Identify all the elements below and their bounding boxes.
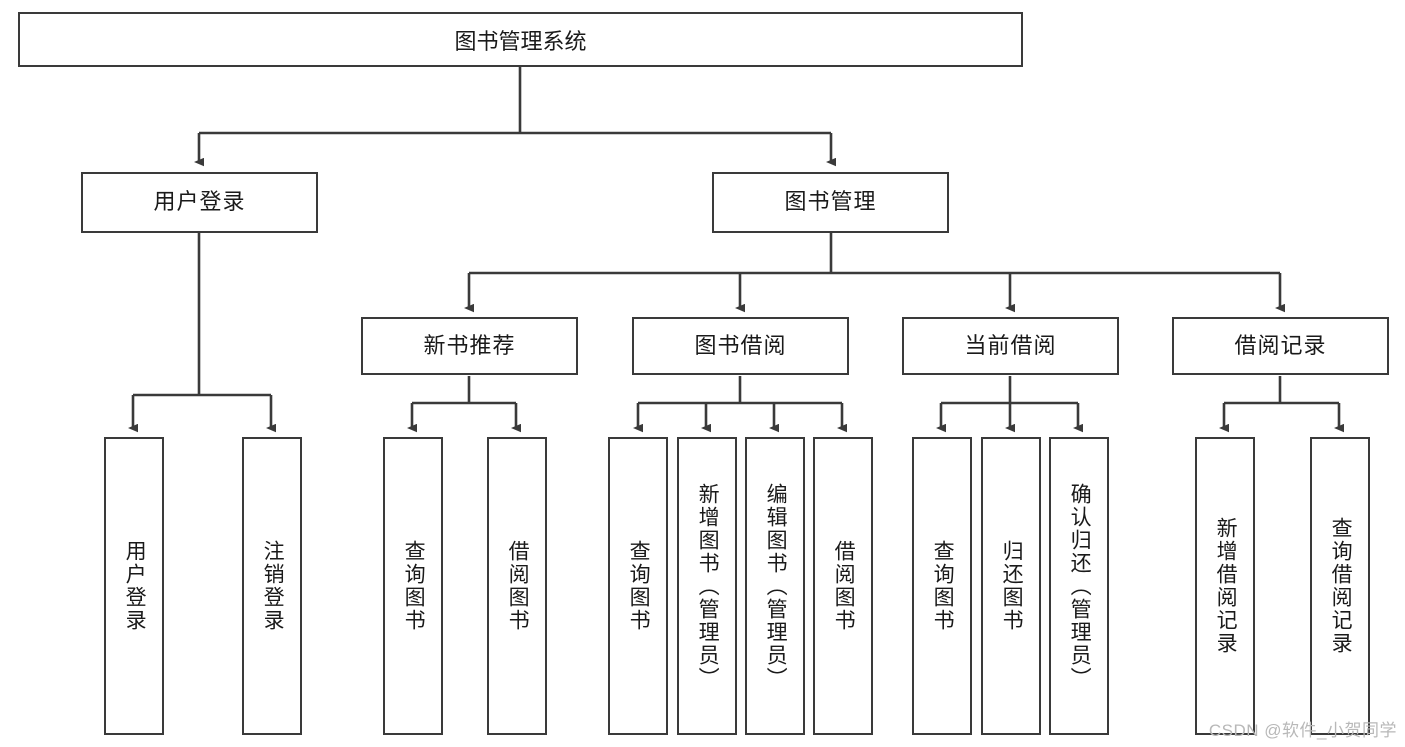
node-book-management[interactable]: 图书管理 xyxy=(712,172,949,233)
node-borrow-record[interactable]: 借阅记录 xyxy=(1172,317,1389,375)
node-label: 确认归还（管理员） xyxy=(1068,482,1092,690)
node-label: 查询图书 xyxy=(931,540,955,632)
leaf-user-login[interactable]: 用户登录 xyxy=(104,437,164,735)
leaf-query-borrow-record[interactable]: 查询借阅记录 xyxy=(1310,437,1370,735)
node-root-book-management-system[interactable]: 图书管理系统 xyxy=(18,12,1023,67)
node-user-login[interactable]: 用户登录 xyxy=(81,172,318,233)
node-label: 借阅图书 xyxy=(832,540,856,632)
leaf-edit-book-admin[interactable]: 编辑图书（管理员） xyxy=(745,437,805,735)
node-label: 查询借阅记录 xyxy=(1329,517,1353,655)
node-label: 归还图书 xyxy=(1000,540,1024,632)
node-label: 当前借阅 xyxy=(964,332,1057,358)
leaf-query-book-recommendation[interactable]: 查询图书 xyxy=(383,437,443,735)
node-label: 编辑图书（管理员） xyxy=(764,482,788,690)
leaf-borrow-book[interactable]: 借阅图书 xyxy=(813,437,873,735)
leaf-query-book-borrow[interactable]: 查询图书 xyxy=(608,437,668,735)
node-label: 用户登录 xyxy=(123,540,147,632)
node-label: 借阅记录 xyxy=(1234,332,1327,358)
node-label: 用户登录 xyxy=(153,189,246,215)
node-book-borrow[interactable]: 图书借阅 xyxy=(632,317,849,375)
leaf-add-book-admin[interactable]: 新增图书（管理员） xyxy=(677,437,737,735)
node-label: 注销登录 xyxy=(261,540,285,632)
node-current-borrow[interactable]: 当前借阅 xyxy=(902,317,1119,375)
leaf-logout[interactable]: 注销登录 xyxy=(242,437,302,735)
leaf-confirm-return-admin[interactable]: 确认归还（管理员） xyxy=(1049,437,1109,735)
node-label: 查询图书 xyxy=(627,540,651,632)
node-label: 借阅图书 xyxy=(506,540,530,632)
node-label: 新增借阅记录 xyxy=(1214,517,1238,655)
node-label: 图书借阅 xyxy=(694,332,787,358)
leaf-add-borrow-record[interactable]: 新增借阅记录 xyxy=(1195,437,1255,735)
leaf-borrow-book-recommendation[interactable]: 借阅图书 xyxy=(487,437,547,735)
node-label: 新书推荐 xyxy=(423,332,516,358)
leaf-return-book[interactable]: 归还图书 xyxy=(981,437,1041,735)
node-label: 图书管理 xyxy=(784,189,877,215)
node-label: 新增图书（管理员） xyxy=(696,482,720,690)
node-label: 查询图书 xyxy=(402,540,426,632)
leaf-query-book-current[interactable]: 查询图书 xyxy=(912,437,972,735)
csdn-watermark: CSDN @软件_小贺同学 xyxy=(1208,721,1397,740)
node-label: 图书管理系统 xyxy=(454,28,587,54)
node-new-book-recommendation[interactable]: 新书推荐 xyxy=(361,317,578,375)
